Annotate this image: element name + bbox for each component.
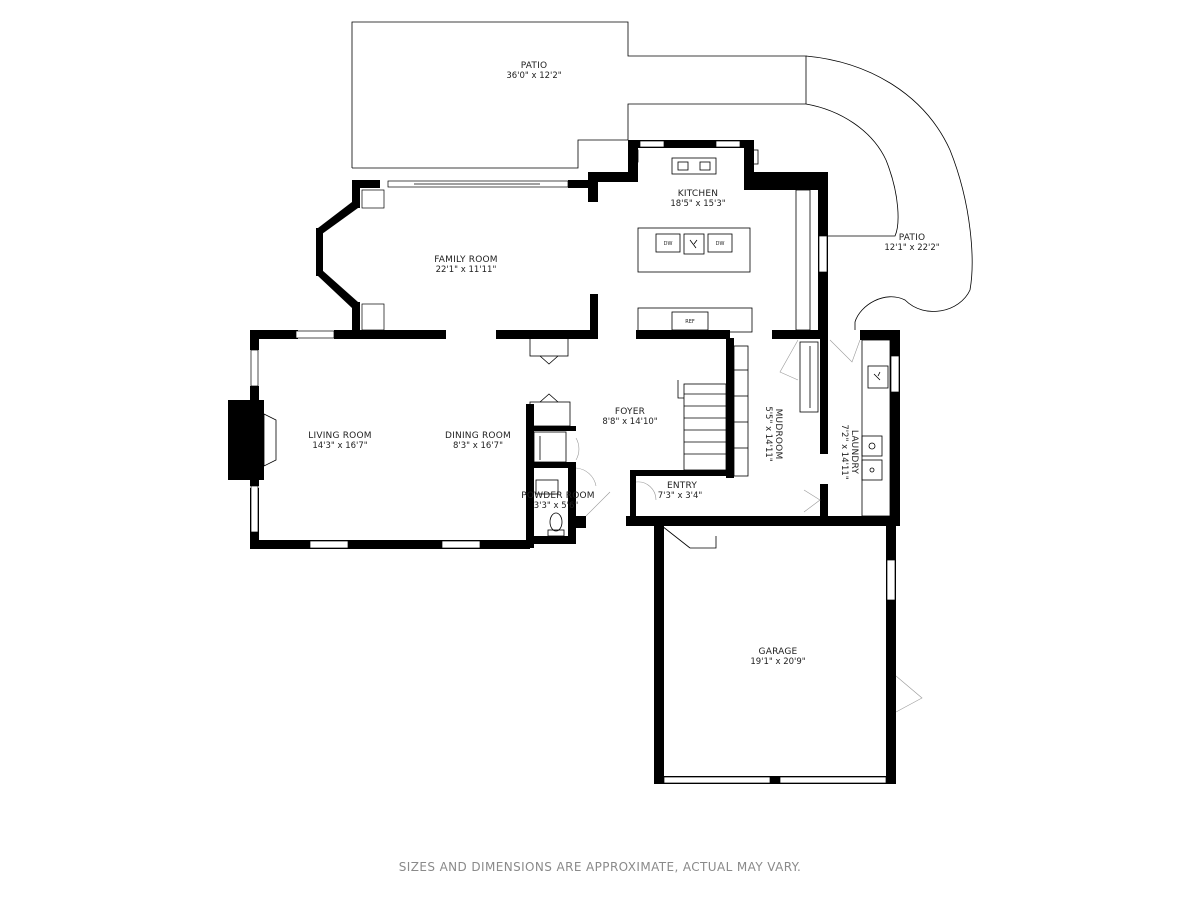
closets [529, 337, 819, 463]
living-room-dims: 14'3" x 16'7" [312, 441, 367, 451]
patio-right-outline [805, 55, 973, 330]
patio-right-dims: 12'1" x 22'2" [884, 243, 939, 253]
garage-dims: 19'1" x 20'9" [750, 657, 805, 667]
entry-name: ENTRY [667, 481, 697, 491]
room-labels: PATIO 36'0" x 12'2" PATIO 12'1" x 22'2" … [308, 61, 939, 667]
laundry-dims: 7'2" x 14'11" [839, 424, 849, 479]
dishwasher-right-label: DW [716, 241, 725, 247]
laundry-name: LAUNDRY [849, 430, 859, 475]
kitchen-name: KITCHEN [678, 189, 718, 199]
powder-room-name: POWDER ROOM [521, 491, 595, 501]
garage-name: GARAGE [759, 647, 798, 657]
patio-right-name: PATIO [899, 233, 926, 243]
living-room-name: LIVING ROOM [308, 431, 371, 441]
laundry-fixtures [861, 339, 891, 517]
fridge-label: REF [685, 319, 695, 325]
disclaimer-text: SIZES AND DIMENSIONS ARE APPROXIMATE, AC… [398, 860, 802, 874]
kitchen-dims: 18'5" x 15'3" [670, 199, 725, 209]
walls [228, 140, 900, 784]
mudroom-dims: 5'5" x 14'11" [763, 406, 773, 461]
dining-room-dims: 8'3" x 16'7" [453, 441, 503, 451]
foyer-name: FOYER [615, 407, 645, 417]
windows [250, 140, 900, 784]
foyer-dims: 8'8" x 14'10" [602, 417, 657, 427]
family-room-dims: 22'1" x 11'11" [436, 265, 497, 275]
dishwasher-label: DW [664, 241, 673, 247]
mudroom-name: MUDROOM [773, 409, 783, 460]
patio-top-name: PATIO [521, 61, 548, 71]
stairs [677, 345, 749, 477]
powder-fixtures [535, 479, 565, 537]
powder-room-dims: 3'3" x 5'6" [534, 501, 579, 511]
kitchen-fixtures: DW DW REF [631, 149, 811, 333]
family-room-name: FAMILY ROOM [434, 255, 498, 265]
entry-dims: 7'3" x 3'4" [658, 491, 703, 501]
patio-top-dims: 36'0" x 12'2" [506, 71, 561, 81]
dining-room-name: DINING ROOM [445, 431, 511, 441]
bay-seats [361, 189, 385, 331]
door-swings [575, 339, 923, 713]
